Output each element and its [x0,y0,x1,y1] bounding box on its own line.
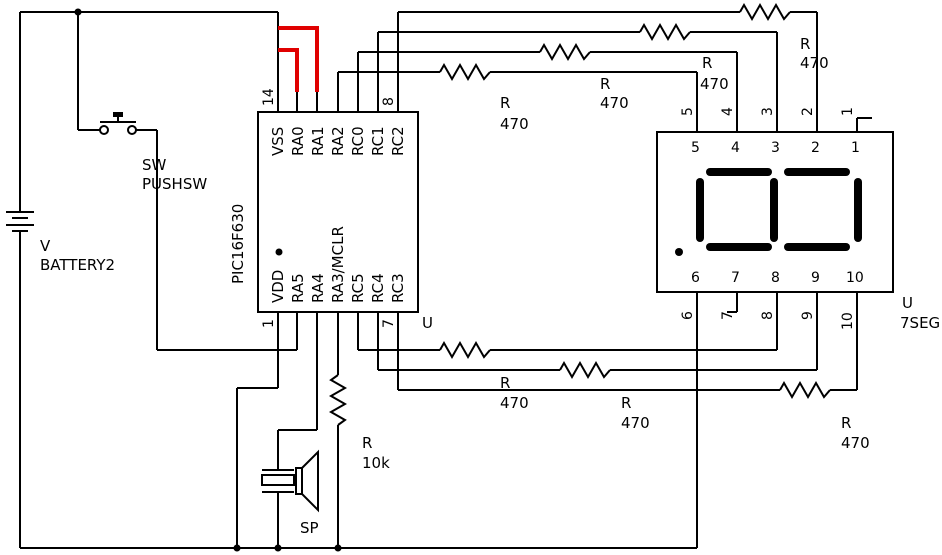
display-pin-8-inner: 8 [771,270,780,286]
display-pin-1-inner: 1 [851,140,860,156]
mcu-pin-ra1: RA1 [309,126,327,156]
mcu-pin-rc4: RC4 [369,273,387,303]
battery-symbol [6,211,34,232]
resistor-3-value: 470 [600,94,629,112]
display-pin-7-inner: 7 [731,270,740,286]
display-pin-10-inner: 10 [846,270,864,286]
display-pin-10-outer: 10 [840,312,856,330]
push-switch-symbol [99,112,137,135]
resistor-2-value: 470 [700,75,729,93]
wires [19,11,872,549]
display-ref-label: U [902,294,913,312]
display-pin-4-inner: 4 [731,140,740,156]
mcu-part-label: PIC16F630 [229,204,247,284]
mcu-pin-ra0: RA0 [289,126,307,156]
seven-segment-display [656,131,894,293]
display-value-label: 7SEG [900,314,940,332]
resistor-6-ref: R [621,394,631,412]
display-outer-top-pin-numbers: 5 4 3 2 1 [680,107,856,116]
mcu-pin-ra4: RA4 [309,273,327,303]
display-pin-4-outer: 4 [720,107,736,116]
display-pin-5-outer: 5 [680,107,696,116]
mcu-pin-rc1: RC1 [369,126,387,156]
mcu-pin-number-1: 1 [261,319,277,328]
display-outer-bottom-pin-numbers: 6 7 8 9 10 [680,311,856,330]
display-pin-5-inner: 5 [691,140,700,156]
resistor-5-value: 470 [500,394,529,412]
resistor-labels: R 470 R 470 R 470 R 470 R 470 R 470 R 47… [500,35,870,452]
mcu-pin-number-7: 7 [381,319,397,328]
mcu-pin-rc5: RC5 [349,273,367,303]
mcu-chip [257,92,419,313]
switch-value-label: PUSHSW [142,175,207,193]
mcu-ref-label: U [422,314,433,332]
display-inner-bottom-pin-numbers: 6 7 8 9 10 [691,270,864,286]
display-pin-9-outer: 9 [800,311,816,320]
resistor-2-ref: R [702,54,712,72]
mcu-pin-ra5: RA5 [289,273,307,303]
display-pin-9-inner: 9 [811,270,820,286]
resistor-1-ref: R [800,35,810,53]
display-pin-8-outer: 8 [760,311,776,320]
mcu-pin-number-14: 14 [261,88,277,106]
battery-value-label: BATTERY2 [40,256,115,274]
display-pin-2-outer: 2 [800,107,816,116]
display-inner-top-pin-numbers: 5 4 3 2 1 [691,140,860,156]
display-pin-2-inner: 2 [811,140,820,156]
switch-ref-label: SW [142,156,167,174]
display-pin-1-outer: 1 [840,107,856,116]
mcu-pin-vdd: VDD [269,270,287,303]
mcu-pin-numbers: 14 8 1 7 [261,88,397,328]
resistor-3-ref: R [600,75,610,93]
pullup-value-label: 10k [362,454,390,472]
resistor-5-ref: R [500,374,510,392]
display-pin-3-inner: 3 [771,140,780,156]
mcu-bottom-pin-labels: VDD RA5 RA4 RA3/MCLR RC5 RC4 RC3 [269,226,407,303]
mcu-pin-number-8: 8 [381,97,397,106]
speaker-symbol [261,449,319,513]
mcu-pin-rc0: RC0 [349,126,367,156]
mcu-pin-ra3-mclr: RA3/MCLR [329,226,347,303]
display-pin-6-outer: 6 [680,311,696,320]
resistor-1-value: 470 [800,54,829,72]
junction-dots [74,8,342,552]
mcu-pin-vss: VSS [269,127,287,156]
resistor-4-ref: R [500,94,510,112]
display-pin-7-outer: 7 [720,311,736,320]
mcu-pin-rc3: RC3 [389,273,407,303]
resistor-7-value: 470 [841,434,870,452]
display-pin-6-inner: 6 [691,270,700,286]
mcu-pin-rc2: RC2 [389,126,407,156]
resistor-symbols [328,2,831,426]
resistor-4-value: 470 [500,115,529,133]
pullup-ref-label: R [362,434,372,452]
resistor-7-ref: R [841,414,851,432]
battery-ref-label: V [40,237,51,255]
mcu-top-pin-labels: VSS RA0 RA1 RA2 RC1 RC2 RC0 [269,126,407,156]
ra-jumper-wires [278,26,319,92]
display-pin-3-outer: 3 [760,107,776,116]
resistor-6-value: 470 [621,414,650,432]
speaker-ref-label: SP [300,519,319,537]
mcu-pin-ra2: RA2 [329,126,347,156]
